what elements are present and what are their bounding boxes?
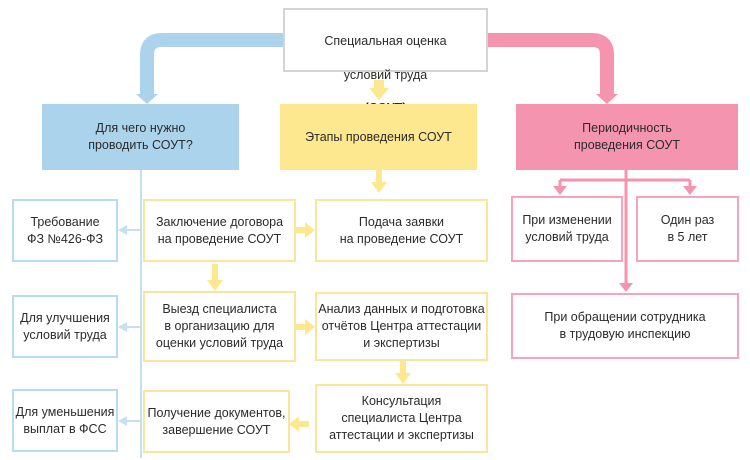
- why-item-2: Для улучшения условий труда: [12, 295, 118, 358]
- stages-header: Этапы проведения СОУТ: [280, 104, 477, 170]
- arrowhead-stage-2: [305, 222, 315, 238]
- root-title-line-2: условий труда: [343, 67, 428, 82]
- arrowhead-periodicity: [596, 94, 618, 104]
- connector-root-to-why: [140, 33, 283, 96]
- stage-consultation: Консультация специалиста Центра аттестац…: [315, 384, 488, 453]
- stage-analysis-and-reports: Анализ данных и подготовка отчётов Центр…: [315, 292, 488, 361]
- stage-receive-documents: Получение документов, завершение СОУТ: [143, 390, 290, 453]
- why-item-3: Для уменьшения выплат в ФСС: [12, 389, 118, 452]
- arrowhead-stage-5: [395, 373, 411, 384]
- arrowhead-why: [136, 94, 158, 104]
- arrowhead-periodicity-item-3: [619, 283, 633, 292]
- arrowhead-why-item-1: [118, 225, 127, 235]
- root-title-line-1: Специальная оценка: [324, 33, 447, 48]
- arrowhead-stage-1: [371, 182, 387, 193]
- stage-contract: Заключение договора на проведение СОУТ: [143, 199, 296, 262]
- connector-root-to-stages: [374, 80, 384, 89]
- arrowhead-stages: [369, 88, 389, 100]
- stage-submit-application: Подача заявки на проведение СОУТ: [315, 199, 488, 262]
- arrowhead-why-item-3: [118, 416, 127, 426]
- periodicity-header: Периодичность проведения СОУТ: [516, 104, 738, 170]
- stage-specialist-visit: Выезд специалиста в организацию для оцен…: [143, 291, 296, 362]
- arrowhead-periodicity-item-2: [683, 186, 697, 195]
- why-header: Для чего нужно проводить СОУТ?: [42, 104, 239, 170]
- why-item-1: Требование ФЗ №426-ФЗ: [12, 199, 118, 262]
- root-node: Специальная оценка условий труда (СОУТ): [283, 8, 488, 115]
- arrowhead-stage-3: [207, 280, 223, 291]
- arrowhead-why-item-2: [118, 322, 127, 332]
- periodicity-item-every-5-years: Один раз в 5 лет: [636, 196, 739, 262]
- periodicity-item-employee-appeal: При обращении сотрудника в трудовую инсп…: [511, 293, 739, 359]
- arrowhead-stage-6: [289, 416, 299, 432]
- arrowhead-stage-4: [305, 319, 315, 335]
- arrowhead-periodicity-item-1: [553, 186, 567, 195]
- connector-root-to-periodicity: [488, 33, 614, 96]
- periodicity-item-conditions-change: При изменении условий труда: [511, 196, 623, 262]
